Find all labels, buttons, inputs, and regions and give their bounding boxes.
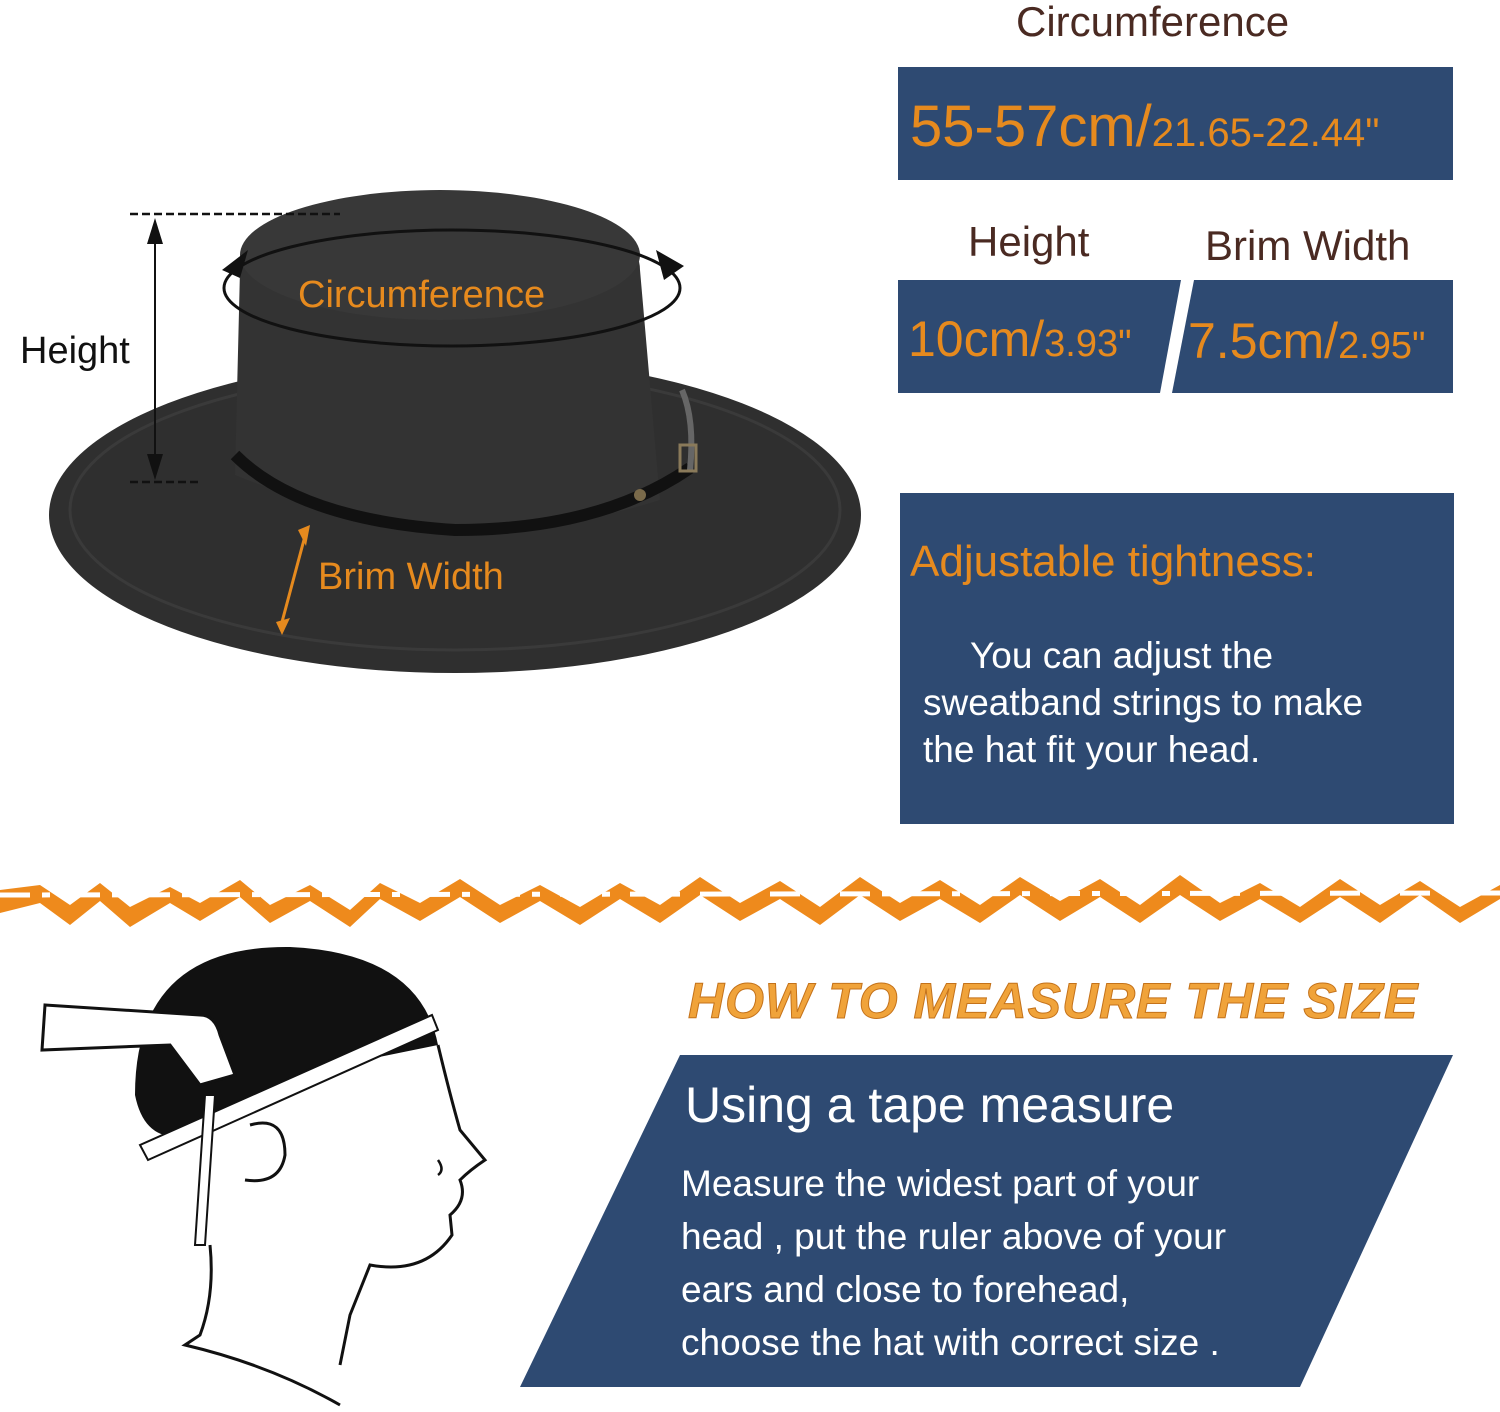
circumference-cm-value: 55-57cm/ [910, 94, 1152, 159]
hat-height-label: Height [20, 330, 130, 372]
adjustable-title: Adjustable tightness: [910, 537, 1317, 586]
circumference-heading: Circumference [1016, 0, 1290, 45]
brim-in-value: 2.95" [1338, 325, 1426, 367]
measure-line-2: head , put the ruler above of your [681, 1216, 1227, 1257]
hat-illustration [49, 190, 861, 673]
adjustable-line-1: You can adjust the [970, 635, 1274, 676]
height-heading: Height [968, 218, 1090, 265]
how-to-measure-title: HOW TO MEASURE THE SIZE [687, 973, 1419, 1030]
measure-line-4: choose the hat with correct size . [681, 1322, 1220, 1363]
hat-brim-width-label: Brim Width [318, 556, 504, 598]
measure-line-1: Measure the widest part of your [681, 1163, 1200, 1204]
adjustable-box: Adjustable tightness: You can adjust the… [900, 493, 1454, 824]
brim-cm-value: 7.5cm/ [1188, 313, 1339, 369]
tape-measure-subtitle: Using a tape measure [685, 1077, 1175, 1133]
adjustable-line-2: sweatband strings to make [923, 682, 1364, 723]
hat-circumference-label: Circumference [298, 274, 546, 316]
measure-box-background [520, 1055, 1453, 1387]
height-in-value: 3.93" [1044, 323, 1132, 365]
brim-width-value: 7.5cm/2.95" [1188, 312, 1426, 370]
circumference-in-value: 21.65-22.44" [1151, 111, 1380, 155]
circumference-box: 55-57cm/21.65-22.44" [898, 67, 1453, 180]
brim-width-heading: Brim Width [1205, 222, 1411, 269]
spec-boxes-background [898, 280, 1453, 393]
zigzag-divider [0, 875, 1500, 927]
head-measuring-illustration [40, 946, 488, 1407]
height-cm-value: 10cm/ [908, 311, 1045, 367]
height-value: 10cm/3.93" [908, 310, 1132, 368]
adjustable-line-3: the hat fit your head. [923, 729, 1261, 770]
measure-line-3: ears and close to forehead, [681, 1269, 1130, 1310]
